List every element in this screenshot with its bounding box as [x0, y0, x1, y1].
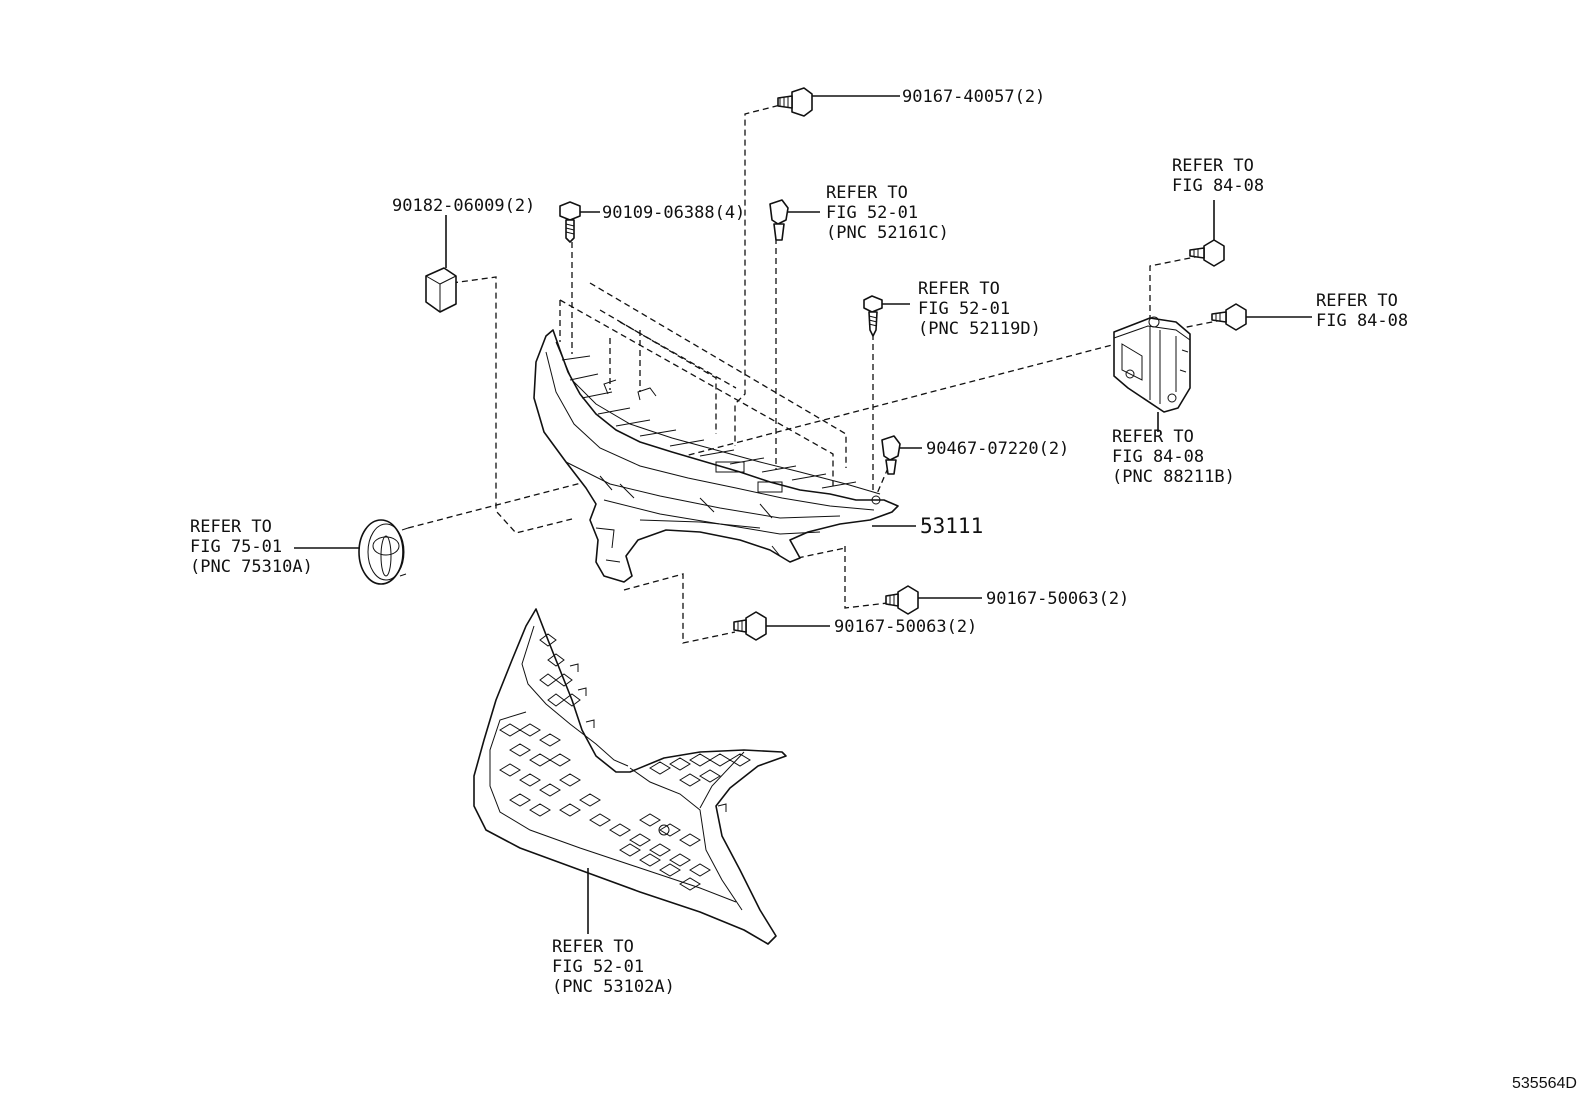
- label-emblem-ref-line2: FIG 75-01: [190, 537, 282, 557]
- label-grille-ref-line2: FIG 52-01: [552, 957, 644, 977]
- label-clip-90467-07220: 90467-07220(2): [926, 439, 1069, 459]
- label-clip-ref-line2: FIG 52-01: [826, 203, 918, 223]
- label-radar-ref-line3: (PNC 88211B): [1112, 467, 1235, 487]
- label-grille-ref-line1: REFER TO: [552, 937, 634, 957]
- label-bolt-90167-40057: 90167-40057(2): [902, 87, 1045, 107]
- label-radar-ref-line2: FIG 84-08: [1112, 447, 1204, 467]
- radar-sensor-88211B[interactable]: [1113, 316, 1191, 413]
- bolt-90167-50063-center[interactable]: [733, 611, 767, 641]
- label-screw-ref-line3: (PNC 52119D): [918, 319, 1041, 339]
- cushion-90182-06009[interactable]: [425, 267, 457, 313]
- label-clip-ref-line1: REFER TO: [826, 183, 908, 203]
- label-bolt-90109-06388: 90109-06388(4): [602, 203, 745, 223]
- figure-id: 535564D: [1512, 1075, 1577, 1092]
- label-emblem-ref-line3: (PNC 75310A): [190, 557, 313, 577]
- radar-bolt-top[interactable]: [1189, 239, 1225, 267]
- clip-52161C[interactable]: [769, 199, 789, 241]
- label-screw-ref-line2: FIG 52-01: [918, 299, 1010, 319]
- label-bolt-90167-50063-right: 90167-50063(2): [986, 589, 1129, 609]
- radar-bolt-right[interactable]: [1211, 303, 1247, 331]
- bolt-90167-50063-right[interactable]: [885, 585, 919, 615]
- label-radar-bolt-right-line2: FIG 84-08: [1316, 311, 1408, 331]
- bolt-90167-40057[interactable]: [777, 87, 813, 117]
- grille-mesh: [499, 633, 751, 891]
- label-bolt-90167-50063-center: 90167-50063(2): [834, 617, 977, 637]
- screw-52119D[interactable]: [863, 295, 883, 337]
- label-emblem-ref-line1: REFER TO: [190, 517, 272, 537]
- label-clip-ref-line3: (PNC 52161C): [826, 223, 949, 243]
- bolt-90109-06388[interactable]: [559, 201, 581, 243]
- label-cushion-90182-06009: 90182-06009(2): [392, 196, 535, 216]
- assembly-dash-lines: [407, 102, 1223, 644]
- clip-90467-07220[interactable]: [881, 435, 901, 475]
- emblem-75310A[interactable]: [358, 519, 409, 585]
- label-screw-ref-line1: REFER TO: [918, 279, 1000, 299]
- label-radar-ref-line1: REFER TO: [1112, 427, 1194, 447]
- grille-support-53111[interactable]: [533, 329, 899, 583]
- label-grille-ref-line3: (PNC 53102A): [552, 977, 675, 997]
- front-grille-53102A[interactable]: [473, 608, 787, 945]
- label-radar-bolt-top-line1: REFER TO: [1172, 156, 1254, 176]
- leader-lines: [294, 95, 1312, 934]
- label-main-part-53111: 53111: [920, 514, 983, 538]
- label-radar-bolt-right-line1: REFER TO: [1316, 291, 1398, 311]
- label-radar-bolt-top-line2: FIG 84-08: [1172, 176, 1264, 196]
